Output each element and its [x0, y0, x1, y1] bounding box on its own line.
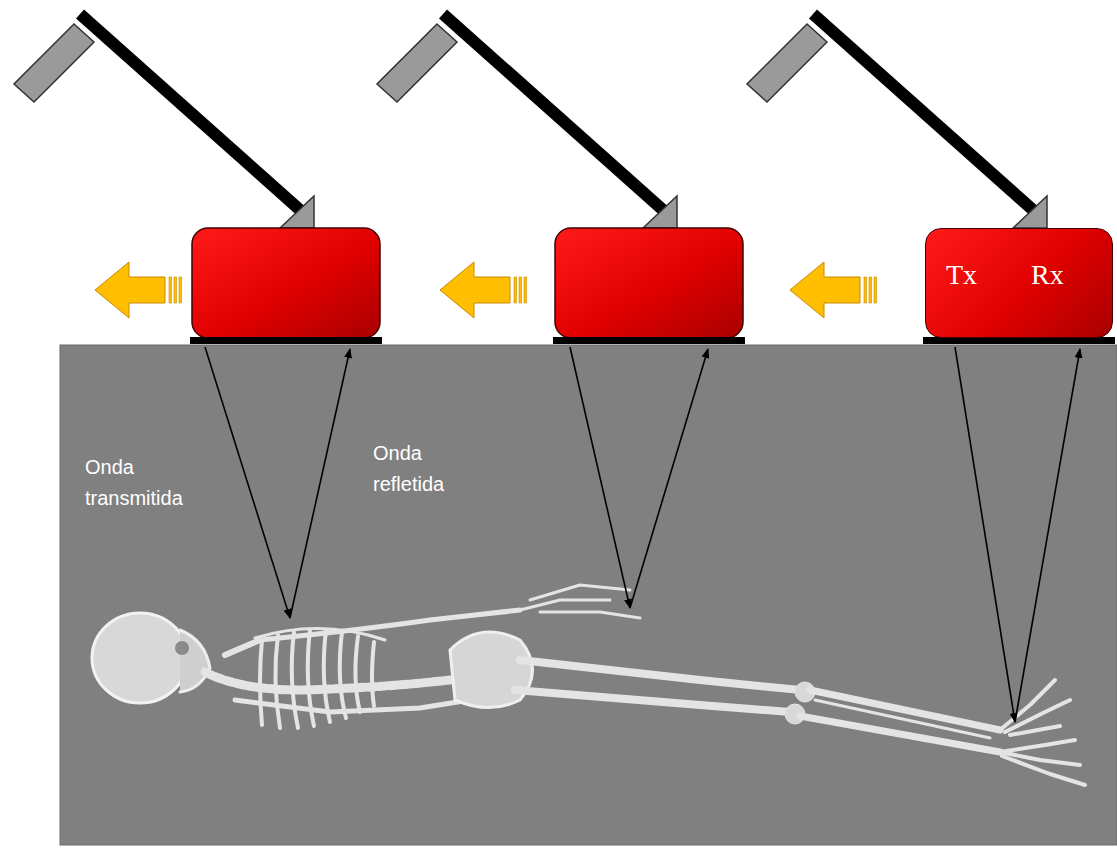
handle-grip — [14, 24, 94, 102]
handle-grip — [747, 24, 827, 102]
handle-bar — [80, 14, 300, 210]
reflected-wave — [290, 349, 350, 618]
motion-arrow-tail — [169, 277, 172, 303]
handle-bar — [813, 14, 1033, 210]
antenna-label: Tx — [946, 261, 977, 289]
motion-arrow-tail — [514, 277, 517, 303]
handle-bar — [443, 14, 663, 210]
motion-arrow — [95, 262, 165, 318]
motion-arrow-tail — [869, 277, 872, 303]
skeleton — [92, 585, 1085, 785]
motion-arrow-tail — [179, 277, 182, 303]
handle-mount — [280, 196, 314, 228]
motion-arrow-tail — [519, 277, 522, 303]
antenna-base — [923, 337, 1115, 344]
motion-arrow — [790, 262, 860, 318]
antenna-base — [553, 337, 745, 344]
handle-grip — [377, 24, 457, 102]
motion-arrow-tail — [174, 277, 177, 303]
gpr-antenna — [192, 228, 380, 338]
handle-mount — [643, 196, 677, 228]
gpr-antenna — [555, 228, 743, 338]
handle-mount — [1013, 196, 1047, 228]
transmitted-wave — [570, 347, 630, 608]
transmitted-wave — [955, 347, 1015, 722]
gpr-antenna: Tx Rx — [925, 228, 1113, 338]
wave-label: Onda transmitida — [85, 452, 215, 514]
reflected-wave — [630, 349, 708, 608]
motion-arrow-tail — [864, 277, 867, 303]
ground — [60, 345, 1117, 845]
wave-label: Onda refletida — [373, 438, 493, 500]
motion-arrow-tail — [524, 277, 527, 303]
motion-arrow-tail — [874, 277, 877, 303]
antenna-label: Rx — [1031, 261, 1064, 289]
transmitted-wave — [205, 347, 290, 618]
motion-arrow — [440, 262, 510, 318]
antenna-base — [190, 337, 382, 344]
reflected-wave — [1015, 349, 1080, 722]
